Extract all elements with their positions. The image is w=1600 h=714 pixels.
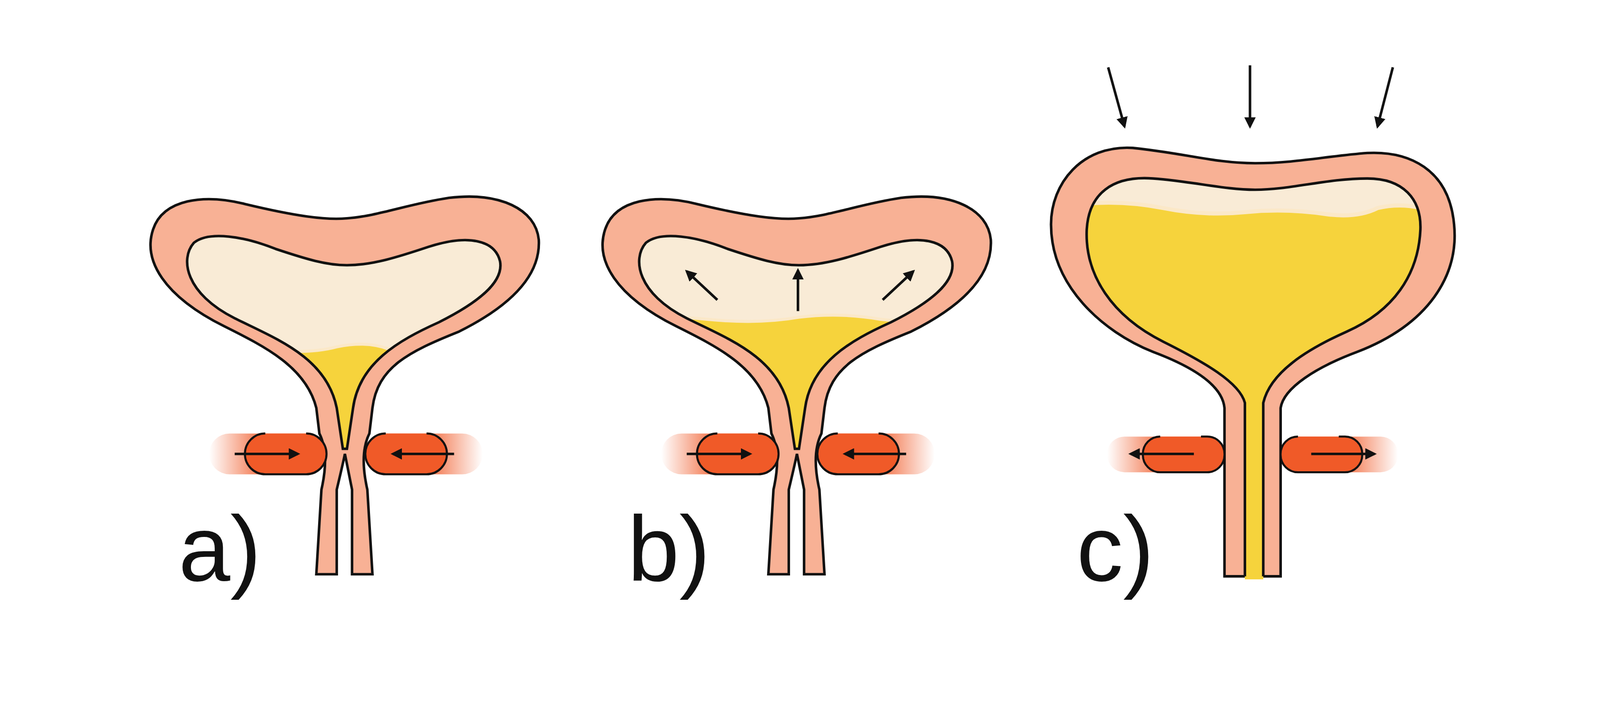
bladder-filling-early <box>150 196 539 613</box>
panel-label: c) <box>1076 502 1154 596</box>
panel-label: a) <box>178 502 261 596</box>
contraction-arrows <box>1108 65 1393 127</box>
panel-label: b) <box>627 502 710 596</box>
bladder-filling-late <box>602 196 991 613</box>
sphincter-relaxed <box>1107 436 1399 473</box>
sphincter-contracted <box>209 433 483 475</box>
bladder-voiding <box>1050 65 1455 613</box>
stretch-arrows <box>686 270 914 312</box>
sphincter-contracted <box>661 433 935 475</box>
